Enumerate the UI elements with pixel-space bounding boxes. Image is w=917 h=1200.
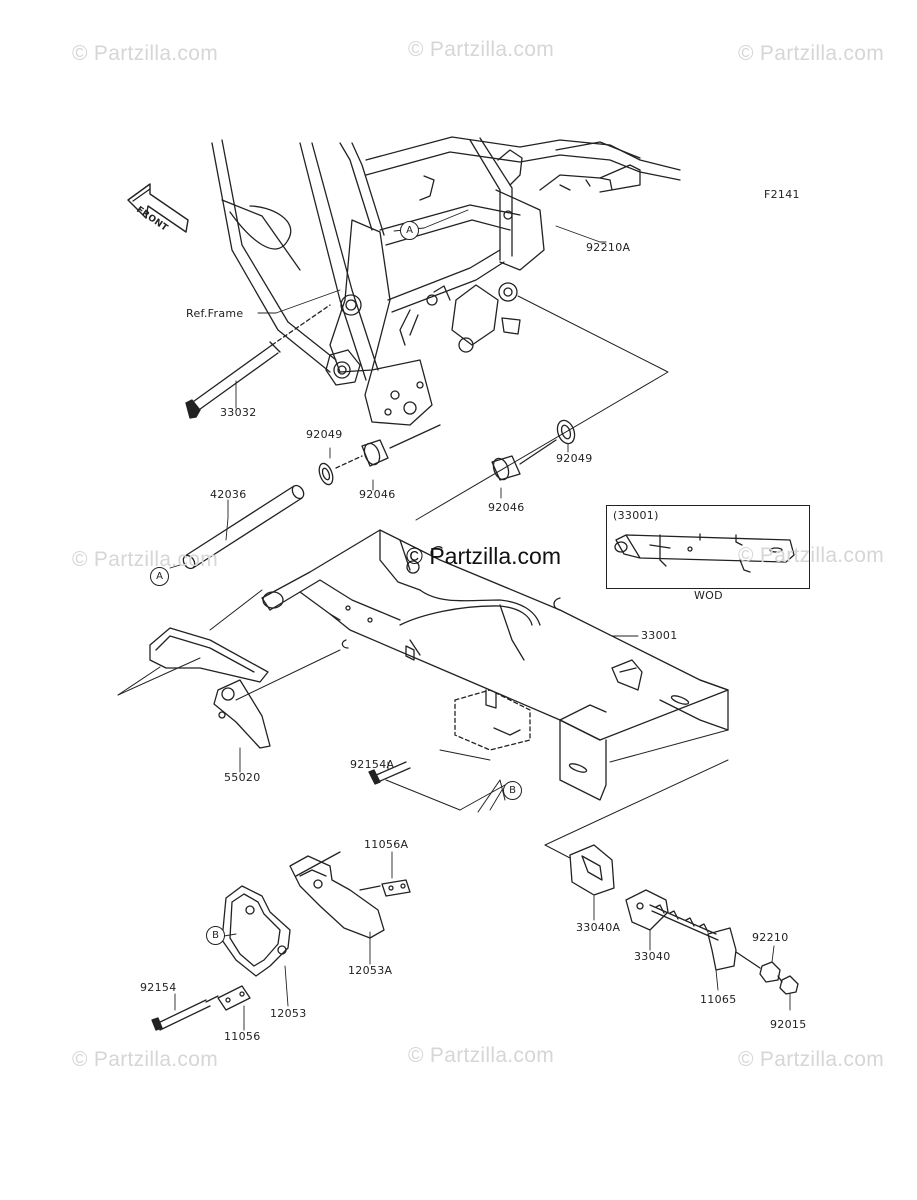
part-label-92015[interactable]: 92015 [770,1018,807,1031]
part-label-92154A[interactable]: 92154A [350,758,395,771]
part-label-11056[interactable]: 11056 [224,1030,261,1043]
watermark: © Partzilla.com [408,38,555,61]
figure-code: F2141 [764,188,800,201]
inset-title: (33001) [613,509,659,522]
part-label-92046[interactable]: 92046 [359,488,396,501]
chain-slider-assembly [151,851,411,1031]
collar-42036 [182,484,305,570]
part-label-33040A[interactable]: 33040A [576,921,621,934]
inset-swingarm-wod [614,533,795,573]
chain-guard-55020 [149,627,271,749]
part-label-92210A[interactable]: 92210A [586,241,631,254]
callout-b: B [503,781,522,800]
swingarm-33001 [261,529,729,801]
leader-lines [169,209,791,1031]
callout-a: A [150,567,169,586]
part-label-92210[interactable]: 92210 [752,931,789,944]
watermark-center: © Partzilla.com [406,543,561,569]
chain-adjuster-assembly [569,844,799,995]
part-label-92046[interactable]: 92046 [488,501,525,514]
part-label-33001[interactable]: 33001 [641,629,678,642]
bolt-92154A [368,761,411,785]
part-label-33040[interactable]: 33040 [634,950,671,963]
ref-frame-label: Ref.Frame [186,307,244,320]
callout-a: A [400,221,419,240]
callout-b: B [206,926,225,945]
watermark: © Partzilla.com [738,544,885,567]
watermark: © Partzilla.com [72,1048,219,1071]
part-label-92049[interactable]: 92049 [306,428,343,441]
part-label-11065[interactable]: 11065 [700,993,737,1006]
front-arrow [127,183,189,233]
watermark: © Partzilla.com [738,1048,885,1071]
part-label-55020[interactable]: 55020 [224,771,261,784]
part-label-42036[interactable]: 42036 [210,488,247,501]
part-label-92049[interactable]: 92049 [556,452,593,465]
watermark: © Partzilla.com [72,548,219,571]
part-label-12053A[interactable]: 12053A [348,964,393,977]
part-label-92154[interactable]: 92154 [140,981,177,994]
inset-caption: WOD [694,589,723,602]
inset-box [606,505,810,589]
guide-lines [117,295,729,859]
watermark: © Partzilla.com [408,1044,555,1067]
watermark: © Partzilla.com [72,42,219,65]
bearing-parts [318,419,576,486]
part-label-33032[interactable]: 33032 [220,406,257,419]
pivot-shaft-33032 [185,304,331,419]
part-label-12053[interactable]: 12053 [270,1007,307,1020]
part-label-11056A[interactable]: 11056A [364,838,409,851]
frame-drawing [211,136,681,426]
watermark: © Partzilla.com [738,42,885,65]
